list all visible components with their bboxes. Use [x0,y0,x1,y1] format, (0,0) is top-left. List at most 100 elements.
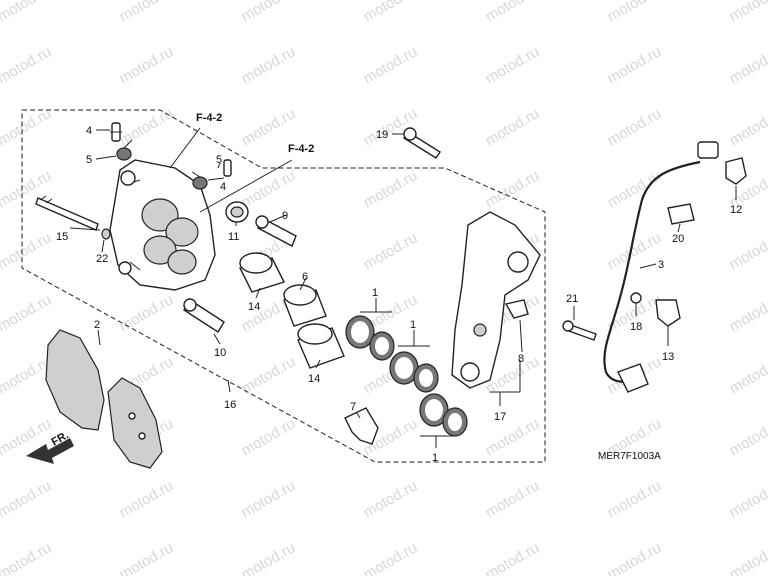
watermark-text: motod.ru [361,539,421,576]
watermark-text: motod.ru [239,477,299,521]
watermark-text: motod.ru [605,167,665,211]
part-label-7: 7 [350,401,356,413]
watermark-text: motod.ru [361,0,421,25]
brake-pad-outer [45,329,105,431]
part-label-1-top: 1 [372,287,378,299]
watermark-text: motod.ru [727,415,768,459]
watermark-text: motod.ru [0,539,54,576]
wire-clamp-middle [667,203,695,225]
watermark-text: motod.ru [0,229,54,273]
part-label-5-upper: 5 [86,154,92,166]
watermark-text: motod.ru [605,0,665,25]
piston-lower [297,323,345,369]
watermark-text: motod.ru [0,43,54,87]
piston-middle [283,284,327,327]
part-label-19: 19 [376,129,388,141]
watermark-text: motod.ru [483,0,543,25]
watermark-text: motod.ru [605,43,665,87]
watermark-text: motod.ru [605,539,665,576]
bleeder-screw-lower [223,159,232,177]
reference-f42-upper[interactable]: F-4-2 [196,112,222,124]
watermark-text: motod.ru [727,477,768,521]
watermark-text: motod.ru [361,43,421,87]
watermark-text: motod.ru [117,105,177,149]
watermark-text: motod.ru [117,43,177,87]
watermark-text: motod.ru [727,291,768,335]
watermark-text: motod.ru [117,477,177,521]
part-label-4-upper: 4 [86,125,92,137]
watermark-text: motod.ru [727,105,768,149]
watermark-text: motod.ru [0,477,54,521]
leader-lines [69,127,737,448]
part-label-1-bottom: 1 [432,452,438,464]
part-label-16: 16 [224,399,236,411]
watermark-text: motod.ru [117,539,177,576]
wire-clamp-lower [655,299,681,327]
part-label-4-lower: 4 [220,181,226,193]
part-label-12: 12 [730,204,742,216]
piston-upper [239,252,285,293]
brake-pad-inner [107,377,163,469]
watermark-text: motod.ru [727,229,768,273]
watermark-text: motod.ru [361,167,421,211]
part-label-10: 10 [214,347,226,359]
watermark-text: motod.ru [361,477,421,521]
watermark-text: motod.ru [117,291,177,335]
washer [101,228,111,240]
part-label-9: 9 [282,210,288,222]
watermark-text: motod.ru [239,43,299,87]
watermark-text: motod.ru [117,0,177,25]
bleeder-cap-upper [116,139,133,161]
assembly-boundary [21,109,546,463]
watermark-text: motod.ru [239,415,299,459]
bleeder-screw-upper [110,122,122,142]
part-label-20: 20 [672,233,684,245]
watermark-text: motod.ru [483,539,543,576]
bleeder-cap-lower [191,171,208,190]
part-label-8: 8 [518,353,524,365]
front-arrow-icon [26,438,74,464]
watermark-text: motod.ru [483,167,543,211]
part-label-15: 15 [56,231,68,243]
watermark-text: motod.ru [0,105,54,149]
watermark-text: motod.ru [727,353,768,397]
caliper-bracket [451,211,541,389]
part-label-22: 22 [96,253,108,265]
watermark-text: motod.ru [0,291,54,335]
part-label-1-middle: 1 [410,319,416,331]
pad-spring [504,299,529,319]
wire-clamp-top [725,157,747,185]
part-label-17: 17 [494,411,506,423]
part-label-2: 2 [94,319,100,331]
part-label-5-lower: 5 [216,154,222,166]
part-label-18: 18 [630,321,642,333]
slide-pin-lower [183,298,225,333]
boot [225,201,249,223]
watermark-text: motod.ru [605,477,665,521]
slide-pin [255,215,297,247]
watermark-text: motod.ru [727,43,768,87]
part-label-14-upper: 14 [248,301,260,313]
pad-retainer [344,407,379,445]
part-label-13: 13 [662,351,674,363]
sensor-bolt [630,292,642,304]
sensor-mounting-bolt [562,320,597,341]
watermark-text: motod.ru [0,0,54,25]
piston-seals [345,315,468,437]
watermark-text: motod.ru [239,539,299,576]
watermark-text: motod.ru [727,539,768,576]
watermark-text: motod.ru [727,0,768,25]
watermark-text: motod.ru [483,43,543,87]
diagram-code: MER7F1003A [598,451,661,462]
watermark-text: motod.ru [483,105,543,149]
part-label-14-lower: 14 [308,373,320,385]
watermark-text: motod.ru [361,229,421,273]
watermark-text: motod.ru [605,105,665,149]
part-label-11: 11 [228,231,239,243]
watermark-text: motod.ru [483,477,543,521]
mounting-bolt [403,127,441,159]
reference-f42-lower[interactable]: F-4-2 [288,143,314,155]
